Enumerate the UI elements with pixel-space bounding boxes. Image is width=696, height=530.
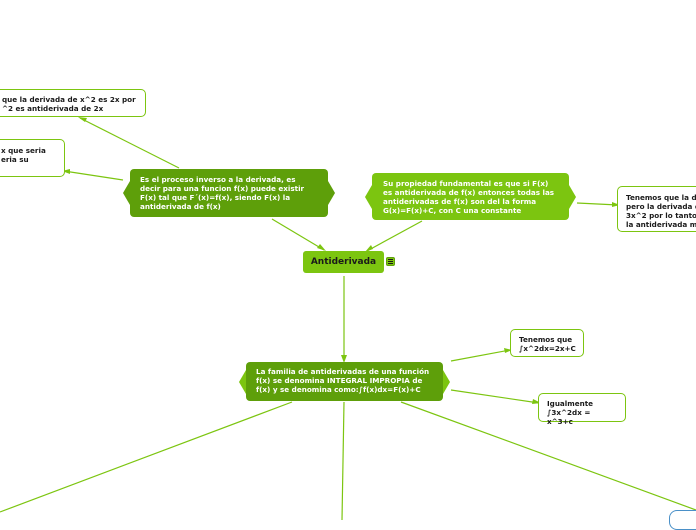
definition-right-notch [328,181,335,205]
arrow-family [341,355,347,363]
central-topic[interactable]: Antiderivada [303,251,384,273]
arrow-central-right [365,245,373,252]
example-top-line1: que la derivada de x^2 es 2x por [2,95,136,104]
right-example-line3: 3x^2 por lo tanto [626,211,696,220]
igualmente-line1: Igualmente [547,399,594,408]
arrow-central-left [317,244,326,251]
link-definition-extop [79,117,180,169]
property-text: Su propiedad fundamental es que si F(x) … [383,179,555,215]
tenemos-node[interactable]: Tenemos que ∫x^2dx=2x+C [510,329,584,357]
arrow-tenemos [504,348,512,353]
offscreen-node-edge[interactable] [669,510,696,530]
example-mid-line1: x que seria [1,146,46,155]
tenemos-line2: ∫x^2dx=2x+C [519,344,576,353]
link-family-right [400,401,696,511]
definition-text: Es el proceso inverso a la derivada, es … [140,175,305,211]
link-property-right [576,202,619,206]
arrow-right [612,202,620,207]
central-topic-label: Antiderivada [310,257,377,267]
link-family-left [0,401,293,513]
link-family-igual [450,389,540,404]
definition-left-notch [123,181,130,205]
property-right-notch [569,185,576,209]
family-node[interactable]: La familia de antiderivadas de una funci… [246,362,443,401]
list-icon[interactable] [386,257,395,266]
example-mid-node[interactable]: x que seria eria su [0,139,65,177]
arrow-exmid [62,169,70,174]
igualmente-line2: ∫3x^2dx = x^3+c [547,408,591,426]
right-example-node[interactable]: Tenemos que la de pero la derivada d 3x^… [617,186,696,232]
link-family-tenemos [450,349,511,362]
link-definition-exmid [63,170,124,181]
property-left-notch [365,185,372,209]
right-example-line4: la antiderivada ma [626,220,696,229]
definition-node[interactable]: Es el proceso inverso a la derivada, es … [130,169,328,217]
property-node[interactable]: Su propiedad fundamental es que si F(x) … [372,173,569,220]
family-text: La familia de antiderivadas de una funci… [256,367,430,394]
example-top-line2: ^2 es antiderivada de 2x [2,104,104,113]
link-property-central [366,220,423,252]
family-right-notch [443,370,450,394]
example-top-node[interactable]: que la derivada de x^2 es 2x por ^2 es a… [0,89,146,117]
igualmente-node[interactable]: Igualmente ∫3x^2dx = x^3+c [538,393,626,426]
right-example-line2: pero la derivada d [626,202,696,211]
tenemos-line1: Tenemos que [519,335,573,344]
example-mid-line2: eria su [1,155,29,164]
right-example-line1: Tenemos que la de [626,193,696,202]
link-family-bottom [341,401,345,520]
family-left-notch [239,370,246,394]
arrow-extop [78,117,87,122]
link-definition-central [271,218,325,251]
